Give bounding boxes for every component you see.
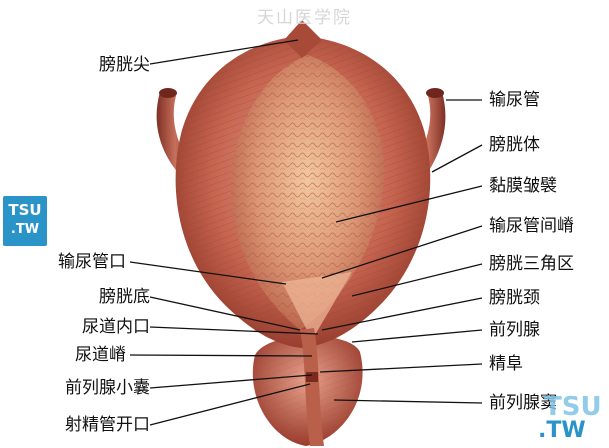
tsu-corner-line2: .TW [538,418,586,443]
label-mucosal-folds: 黏膜皱襞 [489,176,557,196]
tsu-logo-corner: TSU .TW [538,392,608,446]
tsu-logo-badge: TSU .TW [3,196,47,246]
tsu-logo-line1: TSU [8,201,42,219]
watermark-text: 天山医学院 [257,8,352,28]
label-prostatic-utricle: 前列腺小囊 [65,378,150,398]
label-ejaculatory-duct-opening: 射精管开口 [65,415,150,435]
label-bladder-fundus: 膀胱底 [99,287,150,307]
label-seminal-colliculus: 精阜 [489,354,523,374]
label-internal-urethral-orifice: 尿道内口 [82,317,150,337]
label-ureter: 输尿管 [489,90,540,110]
label-prostatic-sinus: 前列腺窦 [489,393,557,413]
label-interureteric-ridge: 输尿管间嵴 [489,216,574,236]
label-bladder-apex: 膀胱尖 [99,55,150,75]
bladder-interior [231,20,385,446]
label-urethral-crest: 尿道嵴 [75,345,126,365]
tsu-logo-line2: .TW [10,222,40,237]
label-trigone: 膀胱三角区 [489,254,574,274]
leader-lines-right [319,99,483,404]
label-ureteric-orifice: 输尿管口 [58,252,126,272]
leader-lines-left [129,39,319,426]
tsu-corner-line1: TSU [544,392,602,422]
label-bladder-neck: 膀胱颈 [489,288,540,308]
label-bladder-body: 膀胱体 [489,135,540,155]
label-prostate: 前列腺 [489,320,540,340]
